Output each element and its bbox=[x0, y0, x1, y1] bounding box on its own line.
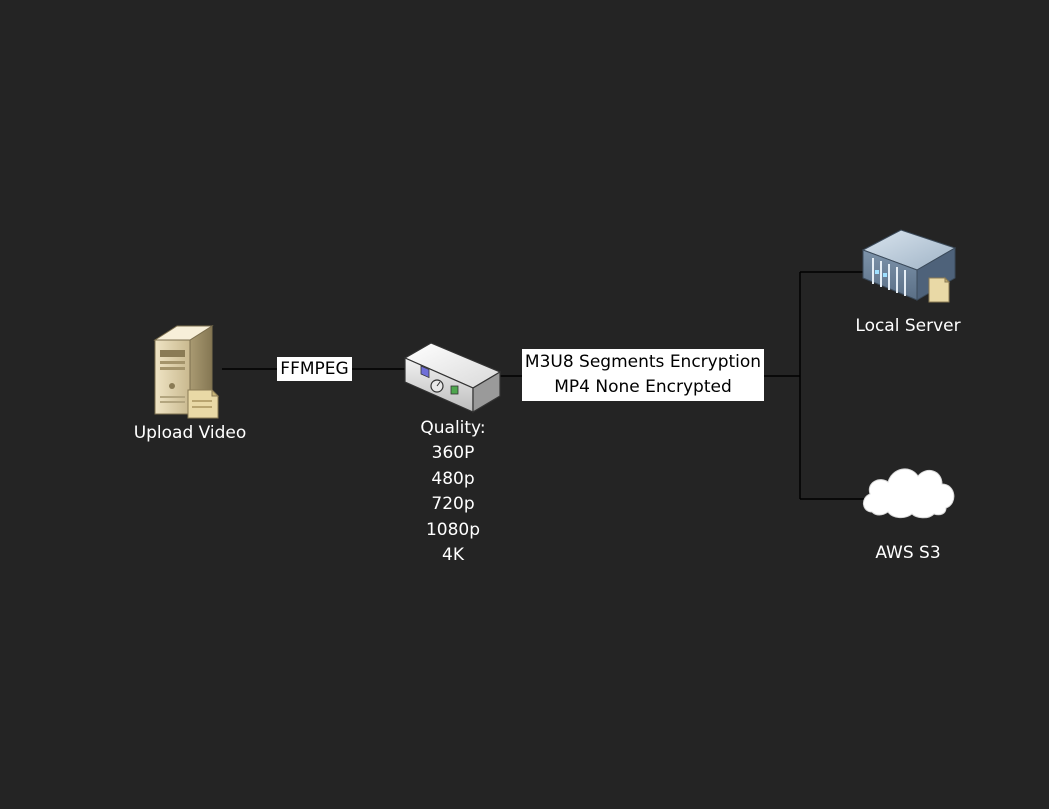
upload-video-label: Upload Video bbox=[133, 423, 247, 443]
quality-label: Quality: bbox=[420, 418, 486, 438]
quality-option: 480p bbox=[431, 468, 475, 489]
output-encryption-line: M3U8 Segments Encryption bbox=[524, 352, 762, 372]
rack-server-icon bbox=[861, 229, 957, 303]
output-mp4-line: MP4 None Encrypted bbox=[554, 377, 732, 397]
quality-option: 4K bbox=[442, 545, 464, 565]
quality-option: 720p bbox=[431, 494, 475, 514]
output-edge-label: M3U8 Segments Encryption MP4 None Encryp… bbox=[522, 349, 764, 401]
ffmpeg-edge-label: FFMPEG bbox=[277, 357, 352, 381]
quality-option: 1080p bbox=[425, 519, 481, 540]
quality-option: 360P bbox=[431, 443, 475, 463]
aws-s3-label: AWS S3 bbox=[875, 543, 941, 563]
local-server-label: Local Server bbox=[855, 316, 961, 336]
cloud-icon bbox=[863, 468, 955, 519]
quality-options-list: 360P 480p 720p 1080p 4K bbox=[393, 441, 513, 569]
file-server-icon bbox=[153, 325, 220, 419]
video-encoder-icon bbox=[403, 342, 502, 414]
